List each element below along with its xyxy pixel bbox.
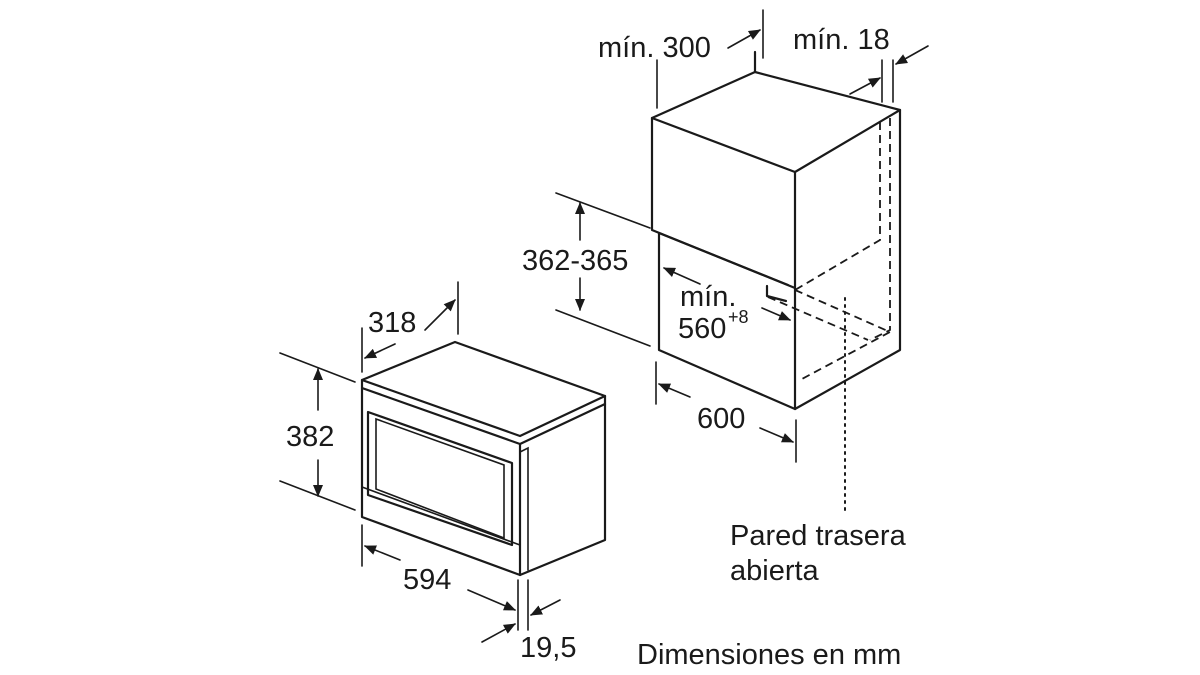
cabinet-hidden-edge-1 — [794, 122, 881, 291]
cabinet-niche-frame — [657, 231, 797, 411]
appliance-top-front — [360, 378, 607, 438]
label-600: 600 — [697, 403, 745, 435]
dim-300-arrow — [727, 29, 761, 49]
dim-362-ext-bottom — [555, 309, 651, 347]
appliance-side-edge — [519, 446, 529, 571]
appliance-window-outer — [366, 410, 514, 547]
label-594: 594 — [403, 564, 451, 596]
label-19-5: 19,5 — [520, 632, 576, 664]
appliance-top-edge — [518, 402, 607, 446]
dim-19-arrow-left — [481, 623, 516, 643]
cabinet-hidden-edge-3 — [794, 289, 893, 381]
dim-18-arrow-left — [849, 77, 881, 95]
cabinet-upper-front — [650, 116, 797, 290]
label-min-560-prefix: mín. — [680, 281, 736, 313]
label-min-560-value: 560 — [678, 313, 726, 345]
label-min-560-sup: +8 — [728, 307, 749, 327]
dim-362-ext-top — [555, 192, 651, 229]
cabinet-side — [793, 108, 902, 411]
dim-382-ext-top — [279, 352, 356, 383]
cabinet-niche-top — [657, 231, 790, 287]
appliance-body — [360, 340, 607, 577]
dim-18-arrow-right — [895, 45, 929, 65]
dim-594-arrow-left — [364, 545, 401, 561]
label-open-back-line2: abierta — [730, 555, 820, 587]
dim-600-arrow-left — [658, 383, 691, 398]
label-units-note: Dimensiones en mm — [637, 639, 901, 671]
dim-560-arrow-right — [761, 307, 791, 321]
label-318: 318 — [368, 307, 416, 339]
dim-560-arrow-left — [663, 267, 701, 285]
appliance-drawing — [279, 281, 607, 643]
dim-318-arrow-right — [424, 299, 456, 331]
label-open-back-line1: Pared trasera — [730, 520, 907, 552]
label-min-300: mín. 300 — [598, 32, 711, 64]
label-382: 382 — [286, 421, 334, 453]
cabinet-bracket — [765, 284, 788, 303]
cabinet-hidden-edge-4 — [767, 296, 869, 341]
dim-318-arrow-left — [364, 343, 396, 359]
cabinet-hidden-edge-2 — [869, 118, 891, 341]
dim-594-arrow-right — [467, 589, 516, 611]
cabinet-upper-top — [650, 70, 902, 174]
dim-600-arrow-right — [759, 427, 794, 443]
label-362-365: 362-365 — [522, 245, 628, 277]
label-min-18: mín. 18 — [793, 24, 890, 56]
cabinet-drawing — [555, 9, 929, 513]
appliance-control-strip — [361, 486, 521, 546]
dim-19-arrow-right — [530, 599, 561, 616]
appliance-front — [360, 386, 522, 577]
appliance-window-inner — [375, 417, 505, 540]
